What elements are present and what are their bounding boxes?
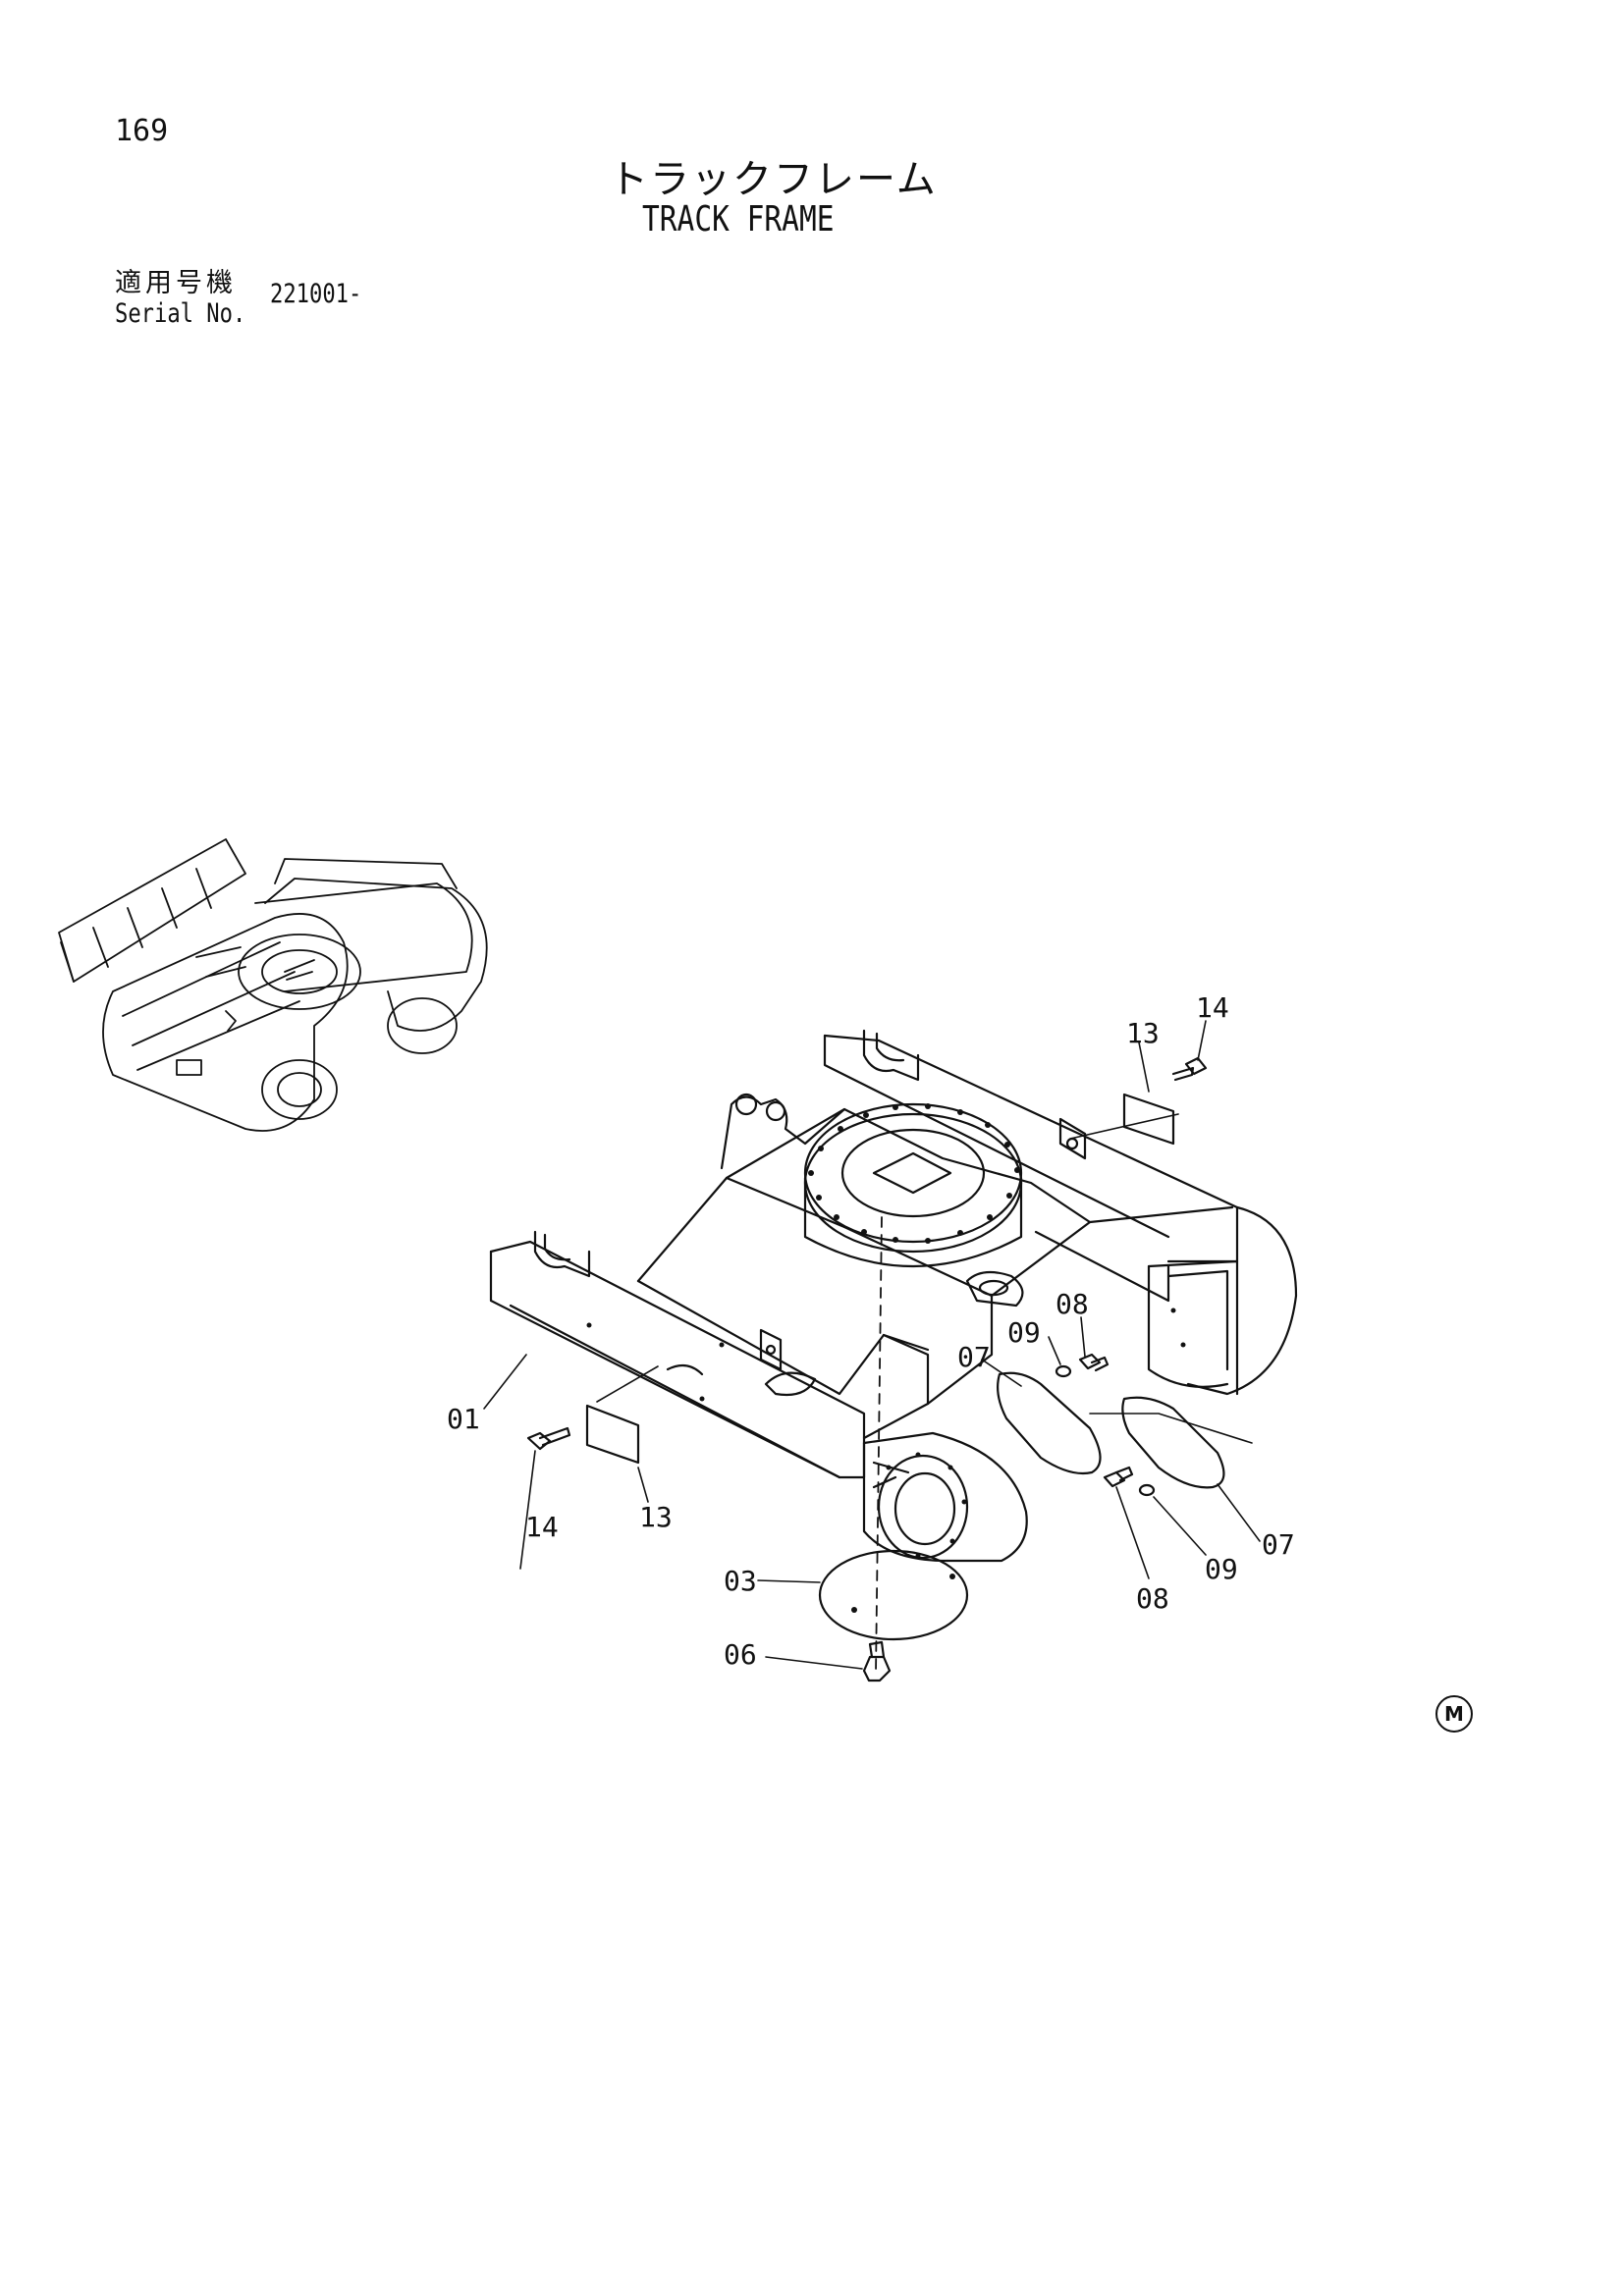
title-english: TRACK FRAME <box>642 199 835 240</box>
callout-03: 03 <box>724 1565 757 1597</box>
callout-labels: 01 03 06 07 07 08 08 09 09 13 13 14 14 <box>447 991 1295 1671</box>
callout-07-right: 07 <box>1262 1528 1295 1561</box>
callout-09-lower: 09 <box>1205 1553 1238 1585</box>
callout-07-left: 07 <box>957 1341 991 1373</box>
callout-09-upper: 09 <box>1007 1316 1041 1349</box>
page-number: 169 <box>115 114 169 148</box>
leader-lines <box>483 1020 1261 1670</box>
callout-01: 01 <box>447 1403 480 1435</box>
callout-14-left: 14 <box>525 1511 559 1543</box>
overview-thumbnail <box>58 838 488 1132</box>
serial-label-english: Serial No. <box>115 298 246 329</box>
callout-13-left: 13 <box>639 1501 673 1533</box>
m-mark-symbol: M <box>1435 1695 1473 1733</box>
serial-value: 221001- <box>270 279 362 309</box>
serial-label-japanese: 適用号機 <box>115 268 237 298</box>
track-frame-body <box>489 1029 1298 1682</box>
callout-08-upper: 08 <box>1056 1288 1089 1320</box>
callout-08-lower: 08 <box>1136 1582 1169 1615</box>
callout-13-right: 13 <box>1126 1017 1160 1049</box>
callout-06: 06 <box>724 1638 757 1671</box>
callout-14-right: 14 <box>1196 991 1229 1024</box>
title-japanese: トラックフレーム <box>609 157 938 202</box>
